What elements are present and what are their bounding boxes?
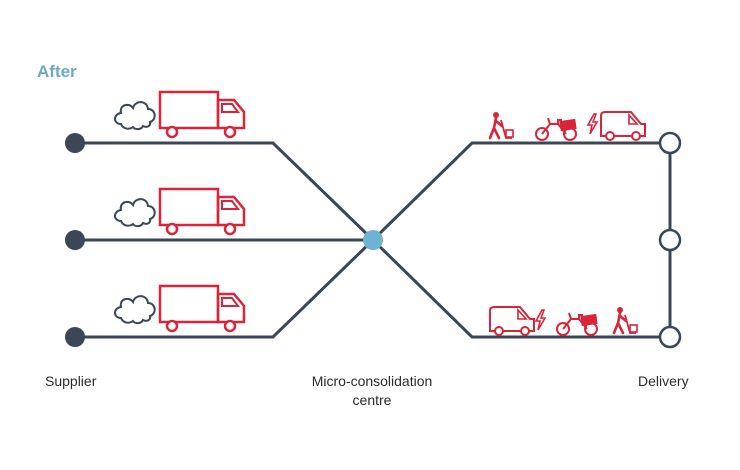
van-icon [600, 111, 646, 141]
centre-label-line2: centre [352, 392, 392, 408]
supplier-node-middle [65, 230, 85, 250]
cloud-icon [114, 295, 156, 325]
diagram-title: After [37, 62, 77, 81]
electric-icon [535, 309, 546, 331]
network-lines [75, 141, 672, 339]
hand-trolley-icon [488, 110, 515, 140]
supplier-node-bottom [65, 327, 85, 347]
supplier-route-bottom [75, 238, 375, 339]
electric-icon [587, 113, 598, 135]
cloud-icon [114, 101, 156, 131]
hand-trolley-icon [612, 305, 639, 335]
cloud-icon [114, 198, 156, 228]
delivery-label: Delivery [638, 373, 689, 389]
van-icon [489, 306, 535, 336]
cargo-bike-icon [556, 312, 599, 336]
supplier-route-top [75, 141, 375, 242]
truck-icon [158, 284, 246, 333]
centre-label-line1: Micro-consolidation [311, 373, 433, 389]
truck-icon [158, 90, 246, 139]
supplier-label: Supplier [45, 373, 97, 389]
delivery-node-middle [658, 228, 682, 252]
micro-consolidation-label: Micro-consolidation centre [287, 372, 457, 410]
micro-consolidation-hub-node [363, 230, 383, 250]
delivery-route-top [371, 141, 670, 242]
cargo-bike-icon [535, 117, 578, 141]
delivery-node-top [658, 131, 682, 155]
delivery-route-bottom [371, 238, 670, 339]
truck-icon [158, 187, 246, 236]
delivery-node-bottom [658, 325, 682, 349]
supplier-node-top [65, 133, 85, 153]
